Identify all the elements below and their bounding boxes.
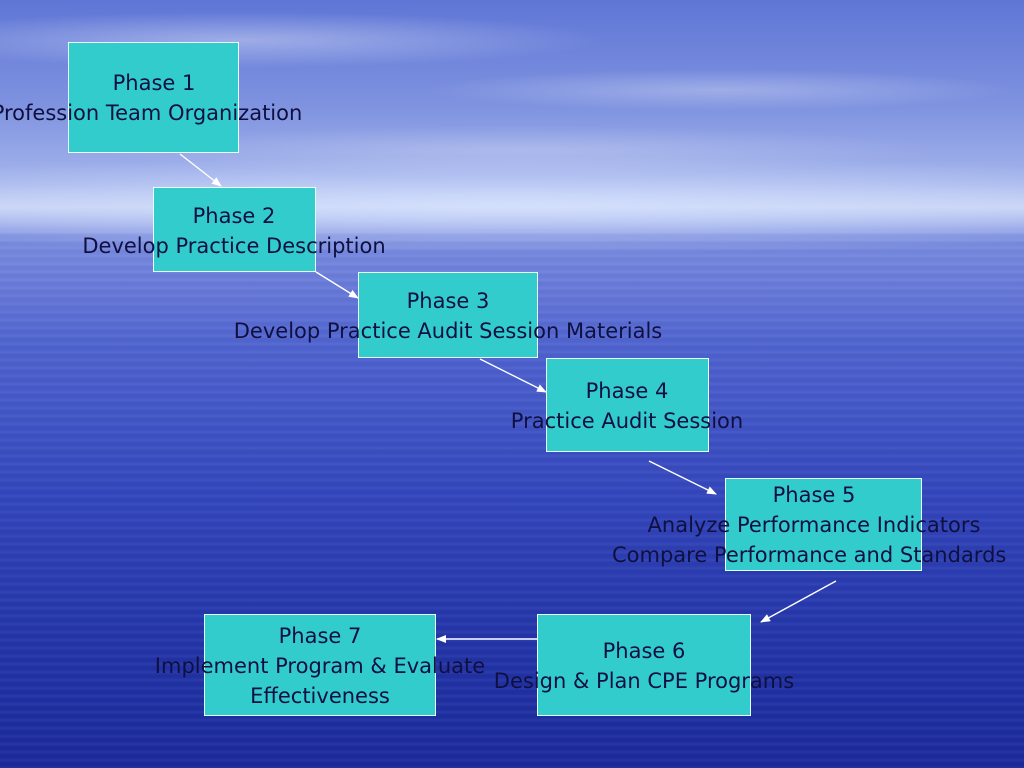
phase-5-box[interactable]	[725, 478, 922, 571]
phase-5-desc2: Compare Performance and Standards	[612, 543, 1007, 567]
phase-7-title: Phase 7	[278, 624, 362, 648]
phase-2-label: Phase 2 Develop Practice Description	[54, 201, 414, 261]
phase-3-title: Phase 3	[406, 289, 490, 313]
phase-7-desc2: Effectiveness	[250, 684, 390, 708]
phase-7-box[interactable]	[204, 614, 436, 716]
phase-7-label: Phase 7 Implement Program & Evaluate Eff…	[120, 621, 520, 711]
phase-4-box[interactable]	[546, 358, 709, 452]
phase-2-desc: Develop Practice Description	[82, 234, 386, 258]
arrow-1-to-2	[179, 153, 222, 187]
phase-6-title: Phase 6	[602, 639, 686, 663]
phase-6-desc: Design & Plan CPE Programs	[493, 669, 795, 693]
phase-6-label: Phase 6 Design & Plan CPE Programs	[464, 636, 824, 696]
phase-6-box[interactable]	[537, 614, 751, 716]
phase-3-box[interactable]	[358, 272, 538, 358]
phase-4-label: Phase 4 Practice Audit Session	[477, 376, 777, 436]
phase-1-desc: Profession Team Organization	[0, 101, 303, 125]
phase-1-label: Phase 1 Profession Team Organization	[0, 68, 344, 128]
phase-3-label: Phase 3 Develop Practice Audit Session M…	[198, 286, 698, 346]
phase-1-box[interactable]	[68, 42, 239, 153]
phase-2-box[interactable]	[153, 187, 316, 272]
phase-2-title: Phase 2	[192, 204, 276, 228]
phase-4-title: Phase 4	[585, 379, 669, 403]
phase-5-label: Phase 5 Analyze Performance Indicators C…	[604, 480, 1024, 570]
phase-7-desc: Implement Program & Evaluate	[154, 654, 486, 678]
phase-5-title: Phase 5	[772, 483, 856, 507]
phase-5-desc: Analyze Performance Indicators	[647, 513, 981, 537]
phase-4-desc: Practice Audit Session	[510, 409, 744, 433]
phase-1-title: Phase 1	[112, 71, 196, 95]
phase-3-desc: Develop Practice Audit Session Materials	[233, 319, 663, 343]
